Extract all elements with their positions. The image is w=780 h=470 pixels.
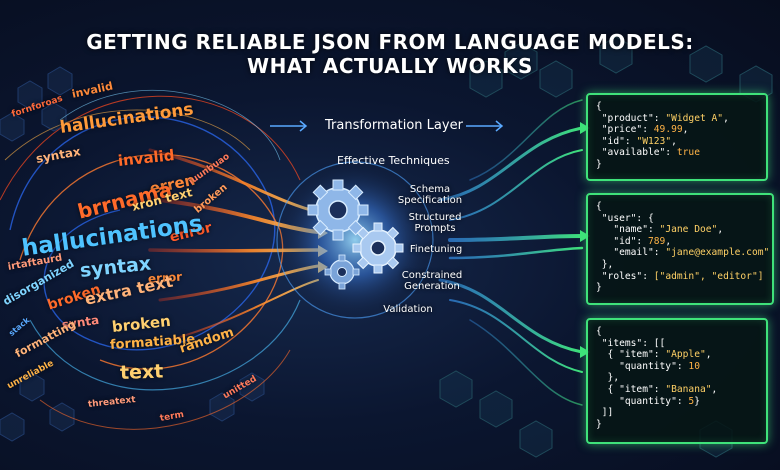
json-code-user: { "user": { "name": "Jane Doe", "id": 78… <box>596 201 770 294</box>
gear-ring <box>276 161 434 319</box>
output-streams <box>438 99 584 406</box>
technique-label: Finetuning <box>409 244 463 255</box>
json-output-panel-user: { "user": { "name": "Jane Doe", "id": 78… <box>586 193 774 305</box>
json-code-items: { "items": [[ { "item": "Apple", "quanti… <box>596 326 718 430</box>
chaos-word: text <box>119 360 164 384</box>
arrow-icon <box>270 120 504 132</box>
gear-glow <box>275 160 435 320</box>
output-arrowheads <box>580 122 590 358</box>
json-output-panel-product: { "product": "Widget A", "price": 49.99,… <box>586 93 768 181</box>
transformation-layer-label: Transformation Layer <box>325 118 463 133</box>
json-output-panel-items: { "items": [[ { "item": "Apple", "quanti… <box>586 318 768 444</box>
chaos-swirls <box>0 89 301 430</box>
effective-techniques-heading: Effective Techniques <box>337 154 450 167</box>
title-line-1: GETTING RELIABLE JSON FROM LANGUAGE MODE… <box>86 30 694 54</box>
page-title: GETTING RELIABLE JSON FROM LANGUAGE MODE… <box>0 30 780 78</box>
title-line-2: WHAT ACTUALLY WORKS <box>247 54 533 78</box>
json-code-product: { "product": "Widget A", "price": 49.99,… <box>596 101 729 170</box>
technique-label: Validation <box>383 304 433 315</box>
gears-icon <box>307 179 404 290</box>
